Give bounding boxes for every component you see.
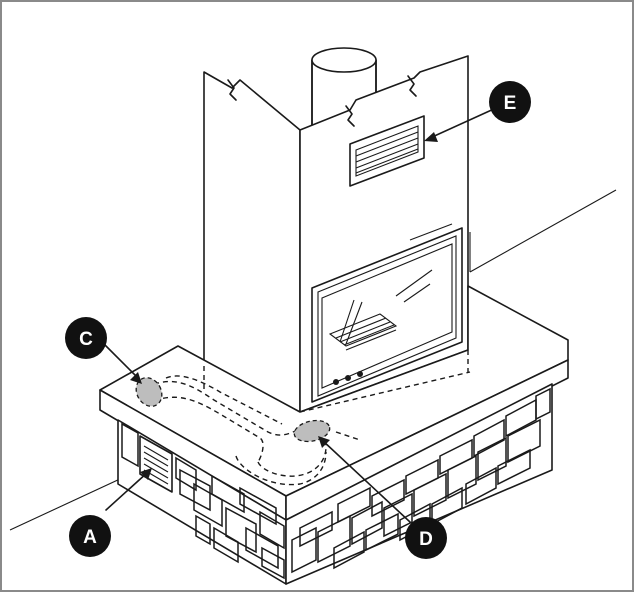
callout-c: C: [65, 317, 107, 359]
stone-pattern-right: [291, 387, 551, 574]
top-vent-grille: [349, 115, 425, 187]
air-duct-dashed: [137, 375, 327, 486]
break-marks: [227, 75, 417, 127]
floor-lines: [9, 189, 617, 531]
air-vent-c: [135, 377, 163, 407]
callout-c-label: C: [79, 329, 93, 350]
stone-pattern-left: [179, 468, 285, 580]
fireplace-insert: [311, 223, 463, 403]
callout-a-label: A: [83, 527, 97, 548]
stone-pattern-left-lower: [121, 422, 197, 492]
leader-arrows: [99, 107, 497, 523]
chimney-side-wall: [203, 71, 301, 413]
callout-e-label: E: [504, 93, 517, 114]
hearth-slab-side-edge: [285, 359, 569, 521]
hidden-chimney-outline: [203, 350, 471, 441]
callout-a: A: [69, 515, 111, 557]
air-vent-d: [293, 419, 331, 443]
callout-d: D: [405, 517, 447, 559]
callout-e: E: [489, 81, 531, 123]
callout-d-label: D: [419, 529, 433, 550]
